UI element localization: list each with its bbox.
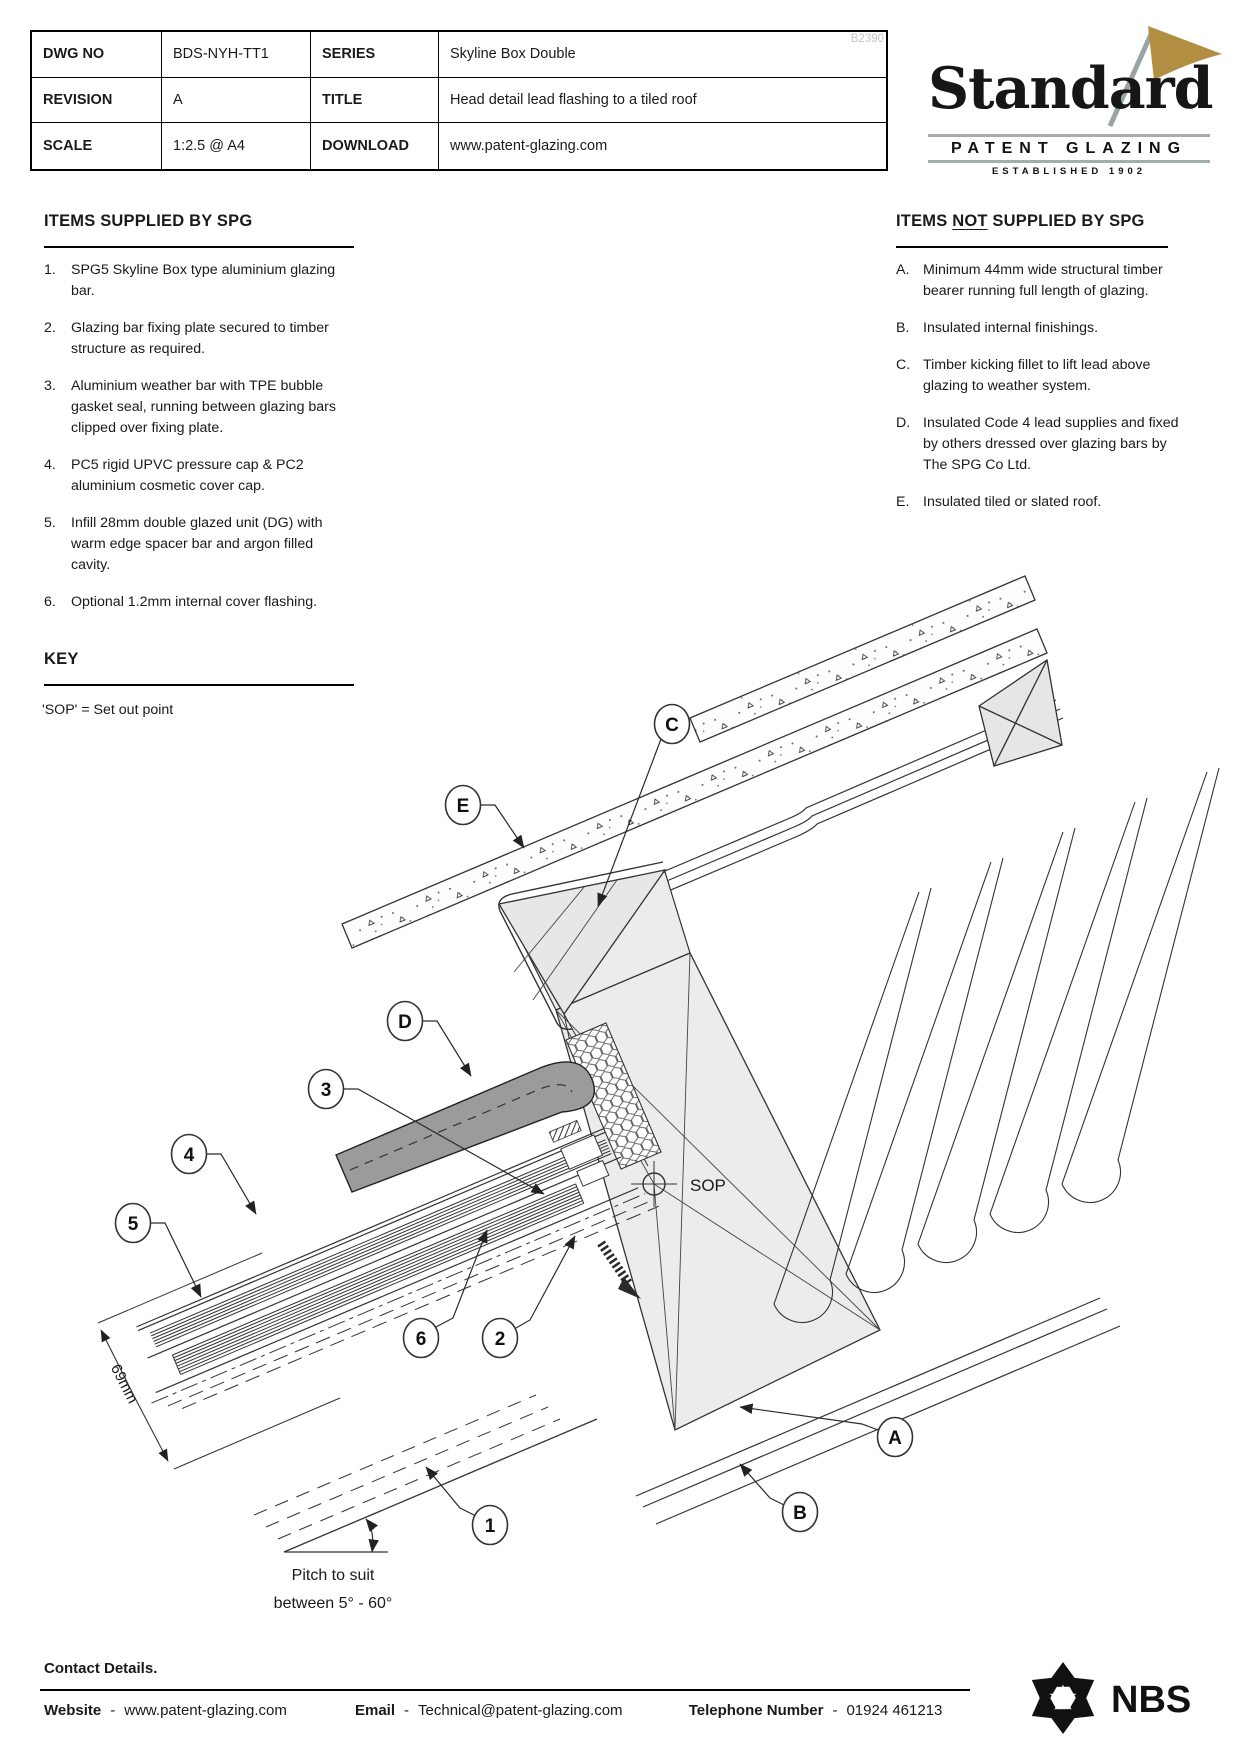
phone-value: 01924 461213 (846, 1702, 943, 1719)
footer-heading: Contact Details. (44, 1660, 158, 1677)
list-item: 4.PC5 rigid UPVC pressure cap & PC2 alum… (44, 457, 304, 494)
list-item: E.Insulated tiled or slated roof. (896, 494, 1102, 510)
svg-text:A: A (888, 1428, 902, 1449)
nbs-icon (1031, 1662, 1095, 1734)
list-item: 1.SPG5 Skyline Box type aluminium glazin… (44, 262, 336, 299)
watermark: B2390 (850, 33, 884, 45)
svg-text:1: 1 (485, 1516, 496, 1537)
tiled-roof-strips (341, 575, 1048, 949)
svg-text:5: 5 (128, 1214, 139, 1235)
series-value: Skyline Box Double (439, 32, 886, 78)
list-item: B.Insulated internal finishings. (896, 320, 1099, 336)
nbs-logo: NBS (1031, 1662, 1191, 1734)
website-link[interactable]: www.patent-glazing.com (124, 1702, 287, 1719)
flag-icon (1107, 26, 1222, 128)
callout-6: 6 (402, 1229, 488, 1359)
pitch-indicator (253, 1394, 598, 1553)
list-item: 2.Glazing bar fixing plate secured to ti… (44, 320, 329, 357)
key-heading: KEY (44, 650, 79, 668)
series-label: SERIES (311, 32, 439, 78)
title-label: TITLE (311, 77, 439, 124)
svg-text:2: 2 (495, 1329, 506, 1350)
supplied-heading: ITEMS SUPPLIED BY SPG (44, 212, 253, 230)
logo-established: ESTABLISHED 1902 (991, 166, 1147, 177)
sop-marker: SOP (631, 1161, 726, 1207)
nbs-label: NBS (1111, 1679, 1191, 1721)
svg-text:4: 4 (184, 1145, 195, 1166)
callout-4: 4 (170, 1133, 257, 1215)
key-rule (44, 684, 354, 686)
phone-label: Telephone Number (688, 1702, 824, 1719)
callout-B: B (739, 1463, 819, 1533)
key-entry: 'SOP' = Set out point (42, 702, 174, 718)
not-supplied-heading: ITEMS NOT SUPPLIED BY SPG (896, 212, 1145, 230)
list-item: 3.Aluminium weather bar with TPE bubble … (44, 378, 337, 436)
supplied-rule (44, 246, 354, 248)
list-item: 5.Infill 28mm double glazed unit (DG) wi… (44, 515, 323, 573)
list-item: D.Insulated Code 4 lead supplies and fix… (896, 415, 1179, 473)
dwg-no-value: BDS-NYH-TT1 (162, 32, 311, 78)
title-block: DWG NO BDS-NYH-TT1 SERIES Skyline Box Do… (30, 30, 888, 171)
callout-C: C (597, 703, 691, 907)
download-label: DOWNLOAD (311, 123, 439, 169)
callouts: C E D 3 4 5 6 (114, 703, 914, 1546)
footer-contacts: Website-www.patent-glazing.com Email-Tec… (44, 1702, 943, 1719)
honeycomb-gasket (565, 1022, 662, 1170)
website-label: Website (44, 1702, 102, 1719)
svg-text:D: D (398, 1012, 412, 1033)
scale-label: SCALE (32, 123, 162, 169)
kicking-fillet (497, 861, 667, 1167)
fixing-screw (597, 1240, 641, 1299)
sop-label: SOP (690, 1176, 726, 1195)
logo-rule-top (928, 134, 1210, 137)
supplied-list: 1.SPG5 Skyline Box type aluminium glazin… (44, 260, 340, 629)
lead-flashing (335, 1061, 595, 1193)
callout-2: 2 (481, 1235, 576, 1359)
list-item: A.Minimum 44mm wide structural timber be… (896, 262, 1163, 299)
logo-subtitle: PATENT GLAZING (950, 140, 1188, 157)
ridge-fillet-box (978, 658, 1063, 767)
svg-text:E: E (457, 796, 470, 817)
svg-text:3: 3 (321, 1080, 332, 1101)
footer-rule (40, 1689, 970, 1691)
title-value: Head detail lead flashing to a tiled roo… (439, 78, 886, 124)
callout-E: E (444, 784, 525, 849)
lead-underlay-lines (657, 699, 1064, 893)
download-url[interactable]: www.patent-glazing.com (450, 138, 608, 155)
callout-D: D (386, 1000, 472, 1077)
scale-value: 1:2.5 @ A4 (162, 123, 311, 169)
callout-5: 5 (114, 1202, 202, 1298)
svg-text:6: 6 (416, 1329, 427, 1350)
pitch-note: Pitch to suit between 5° - 60° (273, 1567, 393, 1612)
callout-3: 3 (307, 1068, 545, 1195)
logo-rule-bottom (928, 160, 1210, 163)
email-link[interactable]: Technical@patent-glazing.com (418, 1702, 623, 1719)
dimension-label: 69mm (107, 1362, 141, 1407)
logo-wordmark: Standard (928, 55, 1214, 122)
callout-1: 1 (425, 1466, 509, 1546)
dimension-69mm: 69mm (97, 1252, 341, 1470)
revision-label: REVISION (32, 77, 162, 124)
not-supplied-rule (896, 246, 1168, 248)
email-label: Email (355, 1702, 396, 1719)
insulation-loops (773, 767, 1220, 1323)
svg-text:C: C (665, 715, 679, 736)
revision-value: A (162, 77, 311, 124)
not-supplied-list: A.Minimum 44mm wide structural timber be… (896, 260, 1188, 529)
svg-text:B: B (793, 1503, 807, 1524)
list-item: 6.Optional 1.2mm internal cover flashing… (44, 594, 318, 610)
list-item: C.Timber kicking fillet to lift lead abo… (896, 357, 1151, 394)
callout-A: A (739, 1403, 914, 1458)
dwg-no-label: DWG NO (32, 32, 162, 78)
